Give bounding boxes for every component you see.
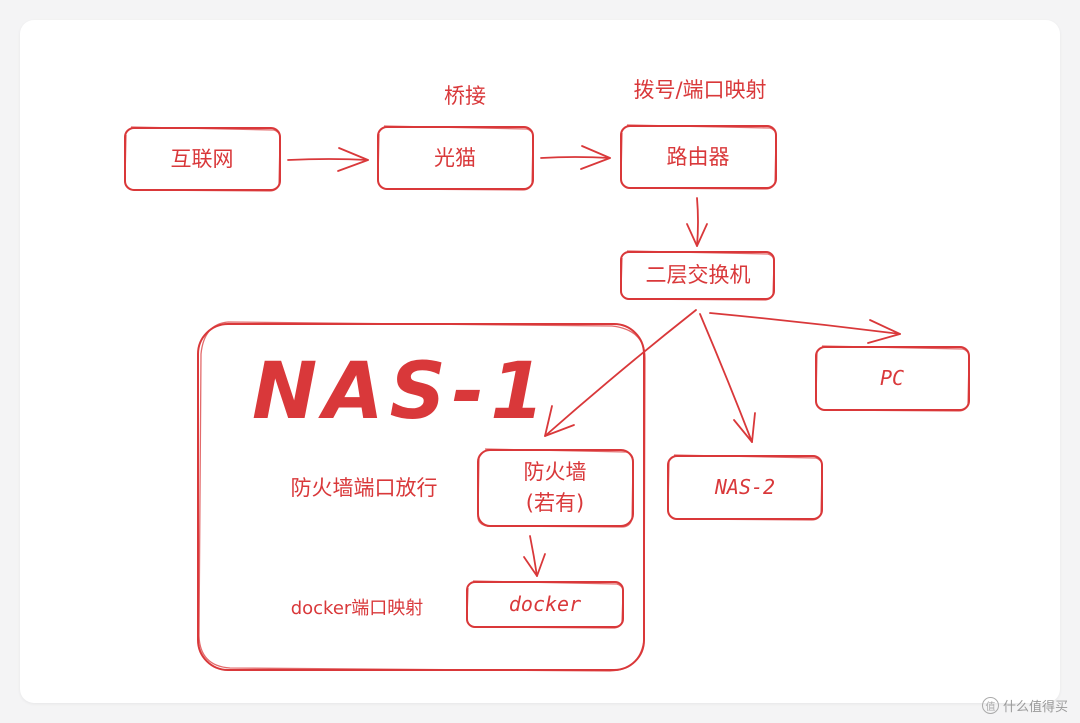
switch-label: 二层交换机	[646, 263, 751, 287]
docker-port-mapping-label: docker端口映射	[291, 598, 424, 619]
firewall-node[interactable]: 防火墙 (若有)	[477, 448, 634, 528]
modem-node[interactable]: 光猫	[377, 125, 534, 191]
nas1-group: NAS-1	[197, 321, 646, 672]
internet-box-sketch	[124, 126, 281, 192]
nas1-group-sketch-stroke	[198, 321, 646, 672]
firewall-label-line2: (若有)	[526, 491, 584, 515]
docker-node[interactable]: docker	[466, 580, 624, 629]
arrow-switch-to-pc	[709, 312, 901, 344]
smzdm-logo-icon: 值	[981, 697, 999, 714]
diagram-card	[20, 20, 1060, 703]
nas2-box-sketch	[667, 454, 823, 521]
docker-box-sketch	[466, 580, 624, 629]
switch-box-sketch	[620, 250, 775, 301]
arrow-internet-to-modem	[287, 147, 369, 172]
router-node[interactable]: 路由器	[620, 124, 777, 190]
firewall-port-allow-label: 防火墙端口放行	[291, 476, 438, 500]
nas2-node[interactable]: NAS-2	[667, 454, 823, 521]
pc-box-sketch	[815, 345, 970, 412]
nas1-title: NAS-1	[252, 347, 550, 437]
internet-node[interactable]: 互联网	[124, 126, 281, 192]
arrow-switch-to-firewall	[544, 309, 697, 437]
modem-box-sketch	[377, 125, 534, 191]
firewall-box-sketch	[477, 448, 634, 528]
arrow-router-to-switch	[686, 197, 708, 247]
watermark-text: 什么值得买	[1002, 700, 1068, 715]
switch-node[interactable]: 二层交换机	[620, 250, 775, 301]
nas2-label: NAS-2	[714, 475, 775, 499]
router-label: 路由器	[667, 145, 730, 169]
internet-label: 互联网	[171, 147, 234, 171]
dial-port-mapping-label: 拨号/端口映射	[633, 78, 766, 102]
watermark: 值 什么值得买	[981, 696, 1068, 715]
arrow-switch-to-nas2	[699, 313, 756, 443]
modem-label: 光猫	[434, 146, 476, 170]
firewall-label-line1: 防火墙	[524, 460, 587, 484]
pc-node[interactable]: PC	[815, 345, 970, 412]
arrow-firewall-to-docker	[523, 535, 546, 577]
arrow-modem-to-router	[540, 145, 611, 170]
pc-label: PC	[880, 366, 904, 390]
bridge-label: 桥接	[444, 84, 486, 108]
router-box-sketch	[620, 124, 777, 190]
docker-label: docker	[509, 592, 581, 616]
